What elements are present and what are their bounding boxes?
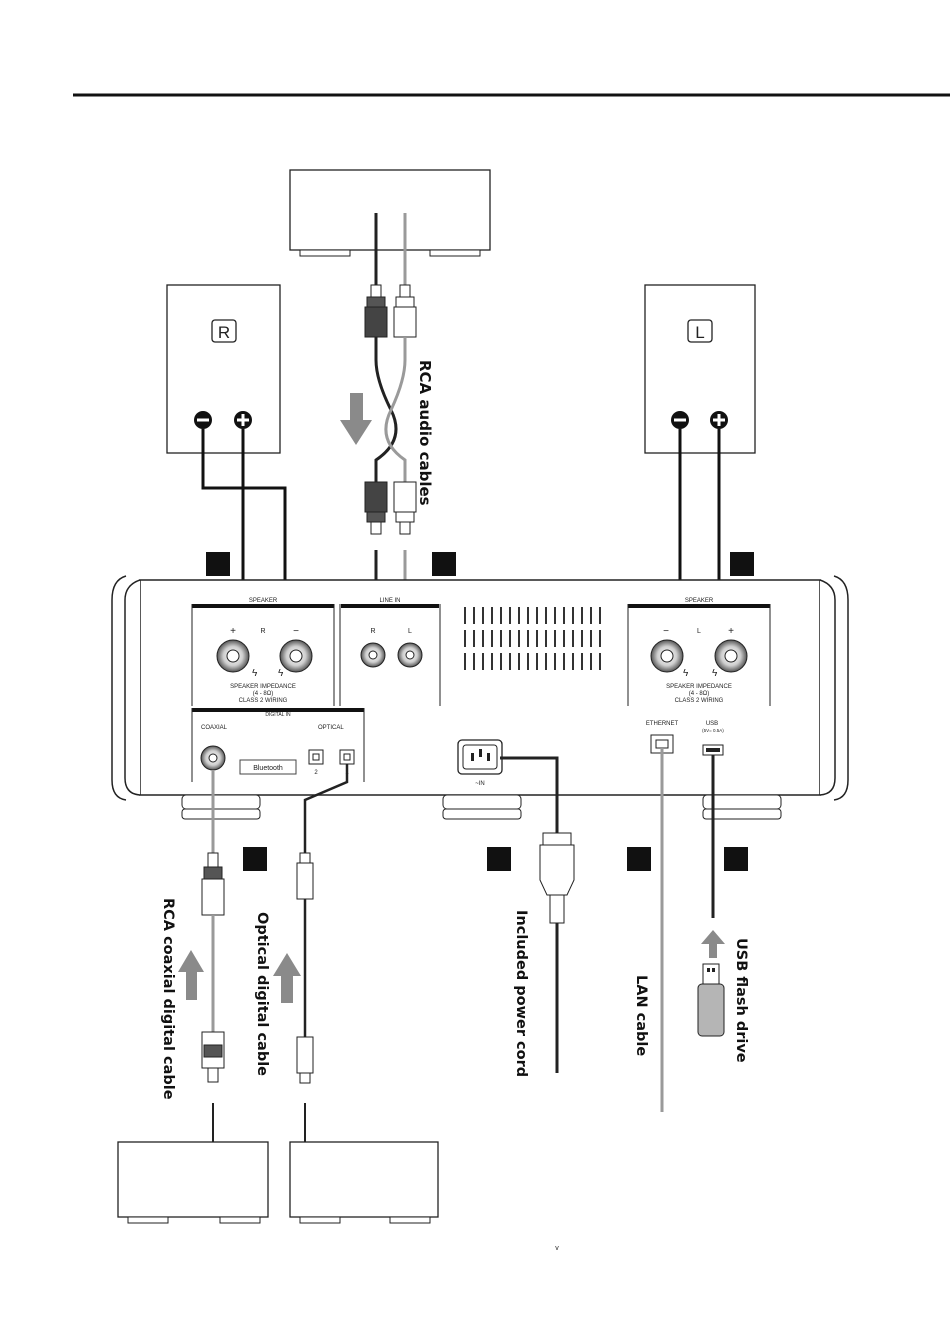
- up-arrow-icon: [178, 950, 204, 1000]
- svg-text:Bluetooth: Bluetooth: [253, 765, 283, 772]
- warning-icon: ϟ: [683, 668, 689, 679]
- ventilation-grille: [464, 607, 601, 670]
- optical-digital-cable: [296, 764, 349, 1152]
- rca-coaxial-cable: [201, 770, 225, 1152]
- svg-text:+: +: [230, 626, 236, 637]
- svg-text:−: −: [293, 626, 299, 637]
- svg-text:CLASS 2 WIRING: CLASS 2 WIRING: [239, 698, 288, 704]
- svg-text:CLASS 2 WIRING: CLASS 2 WIRING: [675, 698, 724, 704]
- rca-audio-cable-pair: [364, 213, 417, 645]
- optical-caption: Optical digital cable: [254, 912, 270, 1076]
- line-in-section: LINE IN R L: [339, 598, 441, 706]
- svg-text:R: R: [260, 628, 265, 635]
- svg-text:L: L: [697, 628, 701, 635]
- svg-text:2: 2: [314, 770, 318, 776]
- warning-icon: ϟ: [252, 668, 258, 679]
- usb-flash-drive: [697, 963, 725, 1037]
- top-source-device: [289, 169, 491, 257]
- speaker-right-label: R: [218, 323, 230, 342]
- svg-text:ETHERNET: ETHERNET: [646, 721, 679, 727]
- speaker-r-section-title: SPEAKER: [249, 598, 278, 604]
- svg-text:SPEAKER IMPEDANCE: SPEAKER IMPEDANCE: [230, 684, 296, 690]
- optical-port-1: [339, 749, 355, 765]
- svg-text:−: −: [663, 626, 669, 637]
- warning-icon: ϟ: [278, 668, 284, 679]
- warning-icon: ϟ: [712, 668, 718, 679]
- power-inlet: ~IN: [457, 739, 503, 787]
- lan-caption: LAN cable: [633, 975, 649, 1056]
- up-arrow-icon: [273, 953, 301, 1003]
- speaker-right: R: [166, 284, 281, 454]
- down-arrow-icon: [340, 393, 372, 445]
- speaker-left: L: [644, 284, 756, 454]
- svg-text:(4 - 8Ω): (4 - 8Ω): [253, 691, 274, 697]
- svg-text:USB: USB: [706, 721, 718, 727]
- optical-source-device: [289, 1141, 439, 1224]
- svg-text:+: +: [728, 626, 734, 637]
- svg-text:DIGITAL IN: DIGITAL IN: [265, 712, 291, 718]
- svg-text:SPEAKER: SPEAKER: [685, 598, 714, 604]
- rca-coaxial-caption: RCA coaxial digital cable: [160, 898, 176, 1100]
- usb-flash-caption: USB flash drive: [733, 938, 749, 1063]
- svg-text:LINE IN: LINE IN: [379, 598, 400, 604]
- speaker-l-output-section: SPEAKER − L + ϟ ϟ SPEAKER IMPEDANCE (4 -…: [627, 598, 771, 706]
- svg-text:~IN: ~IN: [475, 781, 485, 787]
- svg-text:SPEAKER IMPEDANCE: SPEAKER IMPEDANCE: [666, 684, 732, 690]
- speaker-r-output-section: SPEAKER + R − ϟ ϟ SPEAKER IMPEDANCE (4 -…: [191, 598, 335, 706]
- svg-text:(5V= 0.5A): (5V= 0.5A): [702, 728, 724, 733]
- power-cord-caption: Included power cord: [513, 910, 529, 1077]
- svg-text:L: L: [408, 628, 412, 635]
- bluetooth-badge: [239, 759, 297, 775]
- svg-text:OPTICAL: OPTICAL: [318, 725, 344, 731]
- up-arrow-icon: [701, 930, 725, 958]
- power-cord: [500, 756, 575, 1073]
- svg-text:COAXIAL: COAXIAL: [201, 725, 228, 731]
- svg-text:(4 - 8Ω): (4 - 8Ω): [689, 691, 710, 697]
- rca-audio-cables-caption: RCA audio cables: [416, 360, 434, 506]
- optical-port-2: [308, 749, 324, 765]
- page-mark: v: [555, 1245, 559, 1252]
- main-unit-rear-panel: [111, 575, 849, 820]
- svg-text:R: R: [370, 628, 375, 635]
- digital-in-section: DIGITAL IN COAXIAL OPTICAL Bluetooth 2 1: [191, 708, 365, 782]
- speaker-left-label: L: [695, 323, 704, 342]
- network-usb-ports: ETHERNET USB (5V= 0.5A): [646, 721, 724, 756]
- coaxial-source-device: [117, 1141, 269, 1224]
- step-markers: [206, 552, 754, 871]
